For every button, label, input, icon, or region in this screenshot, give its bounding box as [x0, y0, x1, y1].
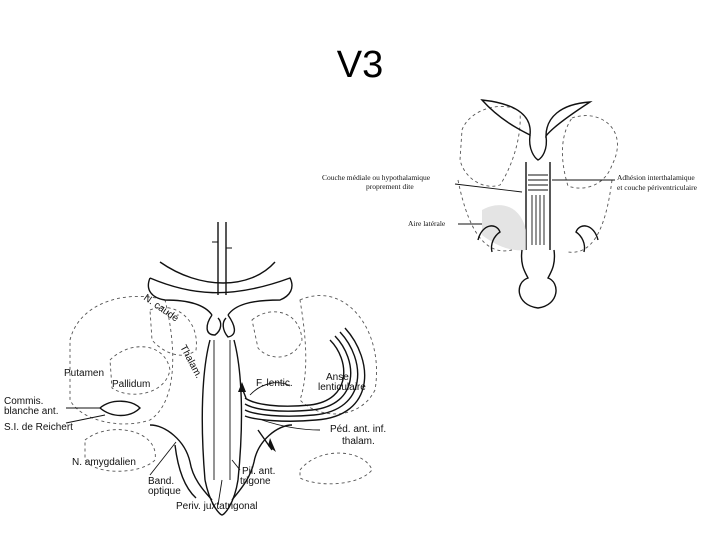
label-adhesion-1: Adhésion interthalamique — [617, 173, 695, 182]
label-n-amygdalien: N. amygdalien — [72, 457, 136, 468]
label-commis-2: blanche ant. — [4, 406, 59, 417]
label-putamen: Putamen — [64, 368, 104, 379]
label-commis-1: Commis. — [4, 396, 43, 407]
label-thalam: Thalam. — [177, 343, 204, 380]
label-couche-mediale-1: Couche médiale ou hypothalamique — [322, 173, 431, 182]
label-n-caude: N. caudé — [141, 292, 180, 324]
label-couche-mediale-2: proprement dite — [366, 182, 414, 191]
label-ped-1: Péd. ant. inf. — [330, 424, 386, 435]
label-si-reichert: S.I. de Reichert — [4, 422, 73, 433]
label-adhesion-2: et couche périventriculaire — [617, 183, 698, 192]
label-band-2: optique — [148, 486, 181, 497]
label-periv: Periv. juxtatrigonal — [176, 501, 258, 512]
label-anse-1: Anse — [326, 372, 349, 383]
label-pil-1: Pil. ant. — [242, 466, 275, 477]
label-anse-2: lenticulaire — [318, 382, 366, 393]
bottom-coronal-figure: N. caudé Thalam. Putamen Pallidum Commis… — [4, 222, 386, 516]
label-ped-2: thalam. — [342, 436, 375, 447]
label-f-lentic: F. lentic. — [256, 378, 293, 389]
label-pil-2: trigone — [240, 476, 271, 487]
label-aire-laterale: Aire latérale — [408, 219, 446, 228]
slide-title: V3 — [336, 44, 384, 86]
label-pallidum: Pallidum — [112, 379, 150, 390]
label-band-1: Band. — [148, 476, 174, 487]
top-hypothalamus-figure: Couche médiale ou hypothalamique proprem… — [322, 99, 698, 309]
